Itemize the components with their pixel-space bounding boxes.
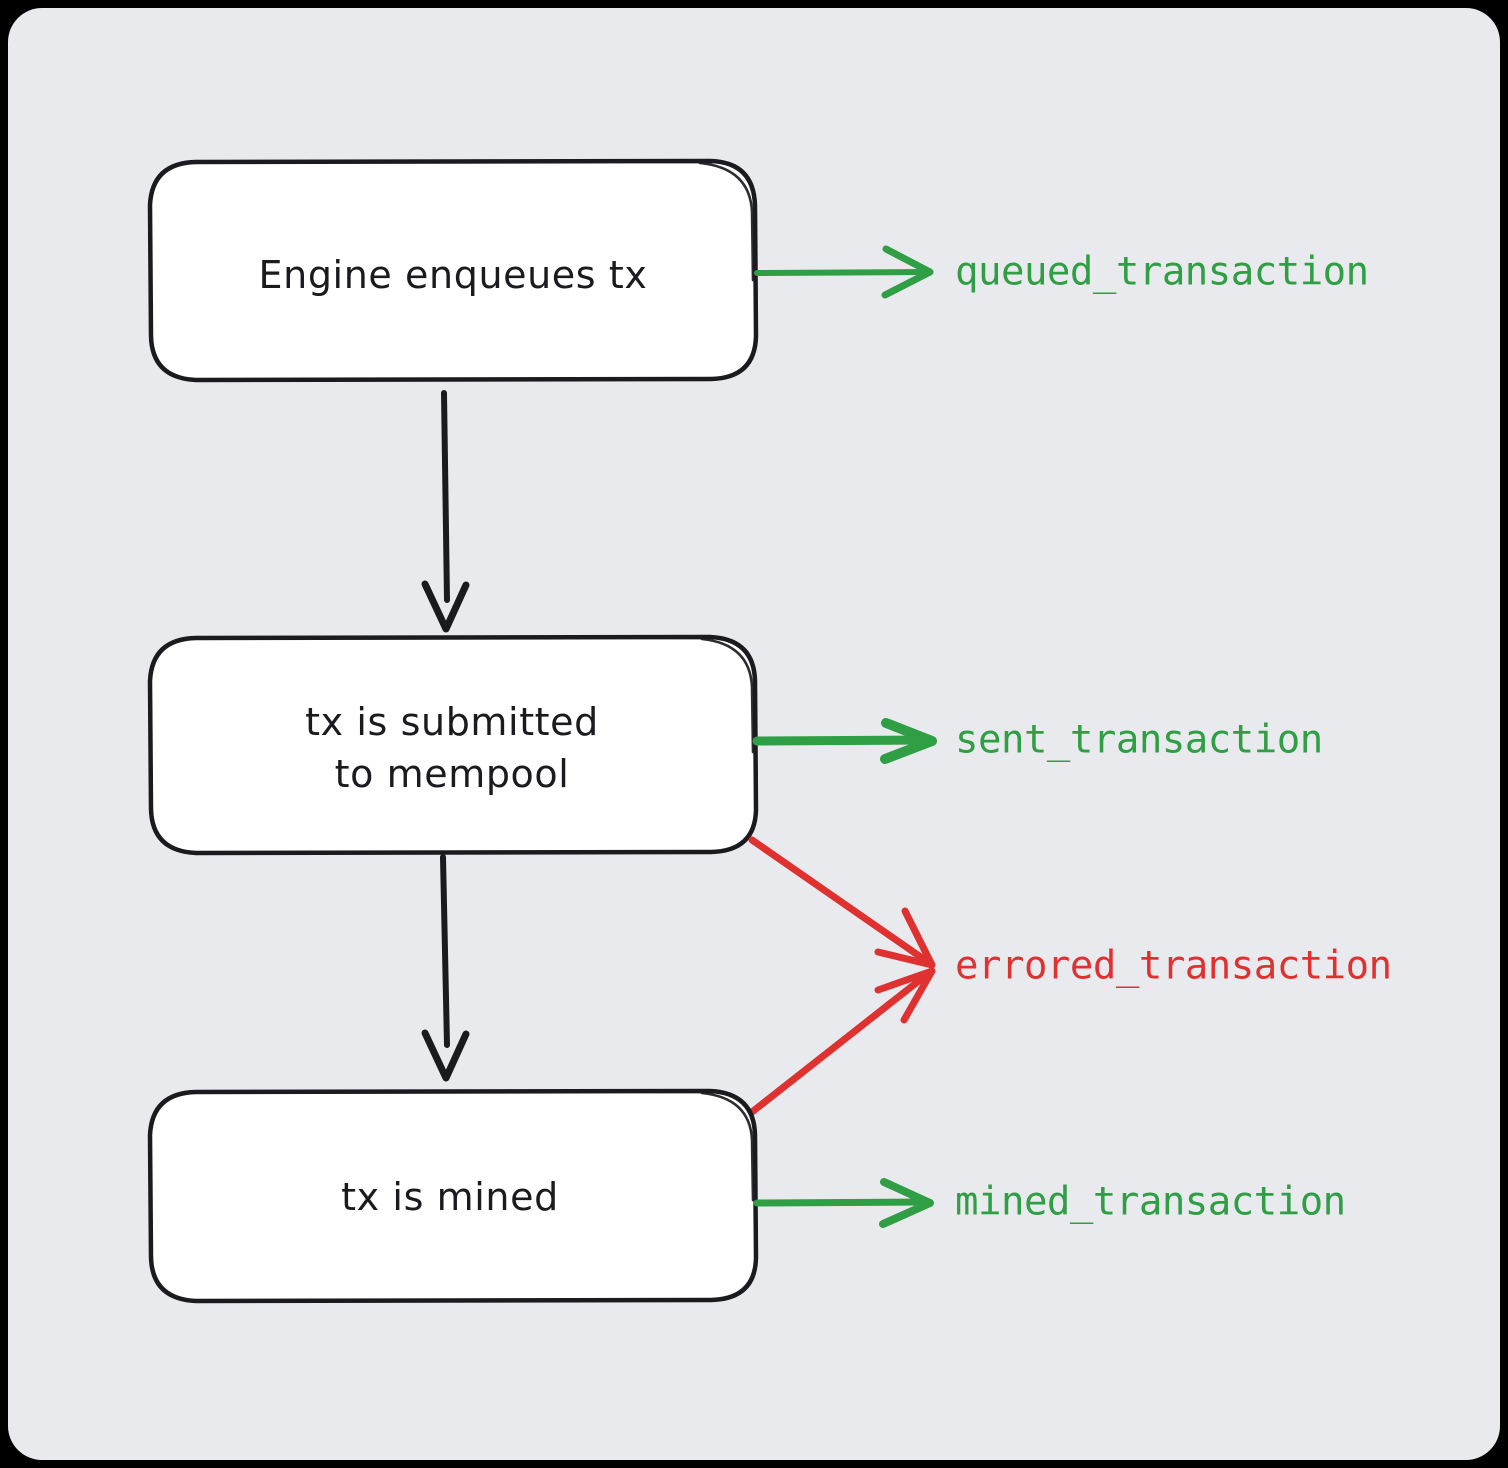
node-submitted-sketch-overlay: [700, 637, 755, 754]
event-arrow-sent: [752, 718, 937, 764]
node-mined-shape: [147, 1088, 759, 1304]
queued-arrow-head: [881, 245, 934, 299]
node-submitted[interactable]: tx is submitted to mempool: [147, 634, 759, 856]
event-label-mined-transaction: mined_transaction: [955, 1180, 1346, 1225]
node-enqueued-shape: [147, 158, 759, 383]
errored-arrow-lower-shaft: [748, 972, 929, 1116]
mined-arrow-head: [879, 1178, 934, 1228]
mined-arrow-shaft: [753, 1198, 925, 1207]
flow-edge-2-shaft: [440, 854, 450, 1048]
sent-arrow-shaft: [752, 735, 926, 746]
errored-arrow-upper-head: [874, 907, 936, 969]
flow-edge-enqueued-to-submitted: [421, 390, 470, 633]
node-submitted-label-line2: to mempool: [335, 752, 570, 796]
event-arrow-errored-from-mined: [748, 967, 936, 1116]
event-arrow-queued: [754, 245, 934, 299]
node-mined-sketch-overlay: [700, 1091, 755, 1202]
errored-arrow-lower-head: [874, 967, 936, 1024]
node-enqueued-label: Engine enqueues tx: [259, 253, 648, 297]
sent-arrow-head: [880, 718, 937, 764]
node-mined-label: tx is mined: [341, 1175, 559, 1219]
event-label-errored-transaction: errored_transaction: [955, 944, 1392, 989]
event-label-sent-transaction: sent_transaction: [955, 718, 1323, 763]
event-arrow-errored-from-submitted: [748, 836, 936, 969]
node-enqueued[interactable]: Engine enqueues tx: [147, 158, 759, 383]
node-enqueued-sketch-overlay: [698, 161, 755, 282]
event-label-queued-transaction: queued_transaction: [955, 250, 1369, 295]
errored-arrow-upper-shaft: [748, 836, 929, 964]
queued-arrow-shaft: [754, 269, 927, 276]
node-mined[interactable]: tx is mined: [147, 1088, 759, 1304]
flow-edge-1-head: [421, 580, 470, 633]
flow-edge-submitted-to-mined: [421, 854, 470, 1082]
node-submitted-label-line1: tx is submitted: [305, 700, 599, 744]
flow-edge-1-shaft: [441, 390, 450, 603]
node-submitted-shape: [147, 634, 759, 856]
flow-edge-2-head: [421, 1029, 470, 1082]
event-arrow-mined: [753, 1178, 934, 1228]
